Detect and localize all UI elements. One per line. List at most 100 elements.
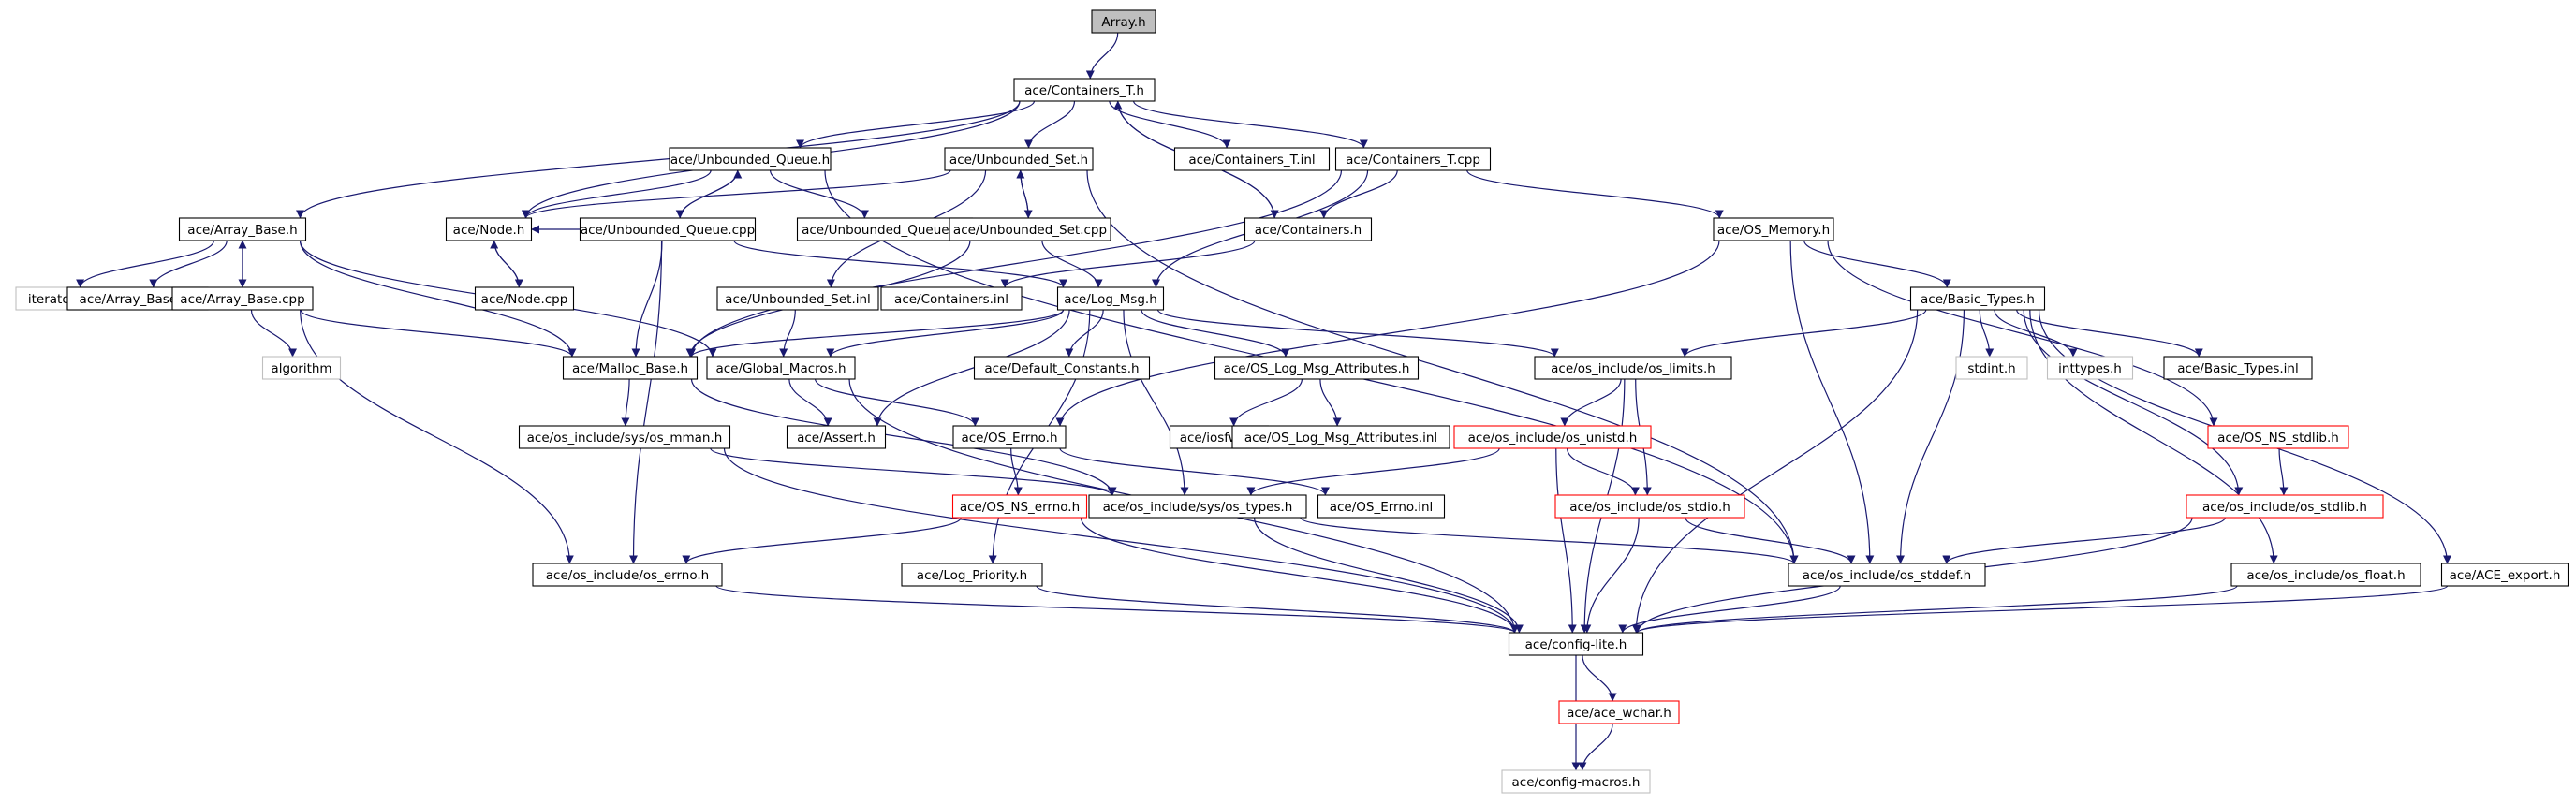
node-os-ns-stdlib-h[interactable]: ace/OS_NS_stdlib.h bbox=[2207, 425, 2349, 449]
edge-log-msg-h-to-os-log-msg-attributes-h bbox=[1141, 309, 1290, 358]
node-containers-t-cpp[interactable]: ace/Containers_T.cpp bbox=[1334, 147, 1492, 171]
node-os-errno-h[interactable]: ace/os_include/os_errno.h bbox=[532, 563, 723, 587]
edge-basic-types-h-to-os-stddef-h bbox=[1896, 309, 1965, 564]
edge-node-cpp-to-node-h bbox=[490, 240, 520, 288]
node-label: ace/Log_Msg.h bbox=[1064, 292, 1157, 307]
node-os-unistd-h[interactable]: ace/os_include/os_unistd.h bbox=[1453, 425, 1652, 449]
node-node-h[interactable]: ace/Node.h bbox=[445, 217, 533, 241]
edge-os-unistd-h-to-os-stdio-h bbox=[1567, 447, 1640, 496]
node-label: ace/OS_Log_Msg_Attributes.h bbox=[1224, 361, 1410, 376]
edges-layer bbox=[76, 32, 2451, 771]
node-stdint-h: stdint.h bbox=[1955, 356, 2028, 380]
edge-global-macros-h-to-assert-h bbox=[788, 378, 832, 427]
node-os-mman-h[interactable]: ace/os_include/sys/os_mman.h bbox=[518, 425, 731, 449]
node-label: ace/ace_wchar.h bbox=[1567, 706, 1671, 721]
node-containers-t-h[interactable]: ace/Containers_T.h bbox=[1013, 78, 1156, 102]
node-containers-t-inl[interactable]: ace/Containers_T.inl bbox=[1173, 147, 1331, 171]
edge-os-mman-h-to-os-types-h bbox=[710, 447, 1116, 496]
node-unbounded-queue-cpp[interactable]: ace/Unbounded_Queue.cpp bbox=[579, 217, 757, 241]
node-os-stdlib-h[interactable]: ace/os_include/os_stdlib.h bbox=[2186, 494, 2384, 519]
node-array-h[interactable]: Array.h bbox=[1091, 9, 1156, 34]
node-box bbox=[1173, 147, 1331, 171]
node-global-macros-h[interactable]: ace/Global_Macros.h bbox=[706, 356, 856, 380]
node-assert-h[interactable]: ace/Assert.h bbox=[786, 425, 887, 449]
edge-array-base-h-to-array-base-inl bbox=[149, 240, 228, 288]
node-array-base-h[interactable]: ace/Array_Base.h bbox=[178, 217, 307, 241]
node-os-limits-h[interactable]: ace/os_include/os_limits.h bbox=[1534, 356, 1732, 380]
node-label: ace/os_include/os_errno.h bbox=[546, 568, 709, 583]
edge-containers-t-h-to-containers-t-inl bbox=[1109, 100, 1231, 149]
node-label: iterator bbox=[28, 292, 76, 307]
node-containers-inl[interactable]: ace/Containers.inl bbox=[880, 286, 1023, 311]
node-os-log-msg-attributes-inl[interactable]: ace/OS_Log_Msg_Attributes.inl bbox=[1231, 425, 1450, 449]
edge-malloc-base-h-to-os-mman-h bbox=[621, 378, 630, 427]
node-malloc-base-h[interactable]: ace/Malloc_Base.h bbox=[562, 356, 699, 380]
node-box bbox=[901, 563, 1043, 587]
node-default-constants-h[interactable]: ace/Default_Constants.h bbox=[973, 356, 1151, 380]
edge-log-msg-h-to-malloc-base-h bbox=[687, 309, 1065, 358]
node-box bbox=[1244, 217, 1373, 241]
nodes-layer: Array.h ace/Containers_T.h ace/Unbounded_Q… bbox=[15, 9, 2569, 794]
node-os-float-h[interactable]: ace/os_include/os_float.h bbox=[2230, 563, 2421, 587]
node-ace-wchar-h[interactable]: ace/ace_wchar.h bbox=[1558, 700, 1680, 724]
node-unbounded-set-cpp[interactable]: ace/Unbounded_Set.cpp bbox=[949, 217, 1111, 241]
node-unbounded-set-inl[interactable]: ace/Unbounded_Set.inl bbox=[716, 286, 879, 311]
node-box bbox=[518, 425, 731, 449]
node-os-errno-inl[interactable]: ace/OS_Errno.inl bbox=[1317, 494, 1446, 519]
node-unbounded-queue-inl[interactable]: ace/Unbounded_Queue.inl bbox=[796, 217, 974, 241]
edge-global-macros-h-to-os-errno-cap-h bbox=[815, 378, 979, 427]
node-box bbox=[1501, 769, 1651, 794]
edge-containers-t-cpp-to-containers-h bbox=[1319, 169, 1398, 219]
node-label: ace/Node.cpp bbox=[481, 292, 568, 307]
edge-unbounded-queue-cpp-to-unbounded-queue-h bbox=[679, 169, 743, 219]
node-ace-export-h[interactable]: ace/ACE_export.h bbox=[2440, 563, 2569, 587]
node-basic-types-inl[interactable]: ace/Basic_Types.inl bbox=[2163, 356, 2313, 380]
edge-config-lite-h-to-ace-wchar-h bbox=[1582, 654, 1617, 702]
node-box bbox=[786, 425, 887, 449]
edge-unbounded-set-cpp-to-unbounded-set-h bbox=[1016, 169, 1029, 219]
node-box bbox=[2207, 425, 2349, 449]
node-os-types-h[interactable]: ace/os_include/sys/os_types.h bbox=[1088, 494, 1307, 519]
edge-basic-types-h-to-stdint-h bbox=[1979, 309, 1995, 358]
edge-ace-wchar-h-to-config-macros-h bbox=[1578, 723, 1613, 771]
node-label: ace/OS_Errno.h bbox=[961, 431, 1057, 446]
node-box bbox=[2440, 563, 2569, 587]
edge-os-errno-h-to-config-lite-h bbox=[715, 585, 1519, 634]
node-label: ace/OS_NS_stdlib.h bbox=[2217, 431, 2339, 446]
node-array-base-cpp[interactable]: ace/Array_Base.cpp bbox=[171, 286, 314, 311]
node-label: ace/OS_Memory.h bbox=[1717, 223, 1830, 238]
edge-unbounded-set-inl-to-global-macros-h bbox=[779, 309, 796, 358]
edge-os-ns-errno-h-to-os-errno-h bbox=[682, 517, 962, 564]
node-config-lite-h[interactable]: ace/config-lite.h bbox=[1508, 632, 1644, 656]
edge-log-msg-h-to-assert-h bbox=[873, 309, 1070, 427]
node-label: ace/Unbounded_Set.h bbox=[949, 153, 1088, 168]
node-label: ace/Containers_T.inl bbox=[1188, 153, 1315, 168]
node-os-stddef-h[interactable]: ace/os_include/os_stddef.h bbox=[1788, 563, 1986, 587]
node-os-log-msg-attributes-h[interactable]: ace/OS_Log_Msg_Attributes.h bbox=[1214, 356, 1420, 380]
node-unbounded-set-h[interactable]: ace/Unbounded_Set.h bbox=[944, 147, 1094, 171]
node-os-errno-cap-h[interactable]: ace/OS_Errno.h bbox=[952, 425, 1067, 449]
edge-basic-types-h-to-os-stdlib-h bbox=[2023, 309, 2244, 496]
node-box bbox=[562, 356, 699, 380]
node-os-memory-h[interactable]: ace/OS_Memory.h bbox=[1713, 217, 1834, 241]
node-log-msg-h[interactable]: ace/Log_Msg.h bbox=[1056, 286, 1165, 311]
node-label: ace/Basic_Types.inl bbox=[2177, 361, 2298, 376]
node-label: ace/Unbounded_Queue.h bbox=[670, 153, 830, 168]
node-label: ace/Containers.h bbox=[1255, 223, 1362, 238]
edge-os-memory-h-to-os-stddef-h bbox=[1789, 240, 1875, 564]
node-box bbox=[880, 286, 1023, 311]
node-containers-h[interactable]: ace/Containers.h bbox=[1244, 217, 1373, 241]
node-os-stdio-h[interactable]: ace/os_include/os_stdio.h bbox=[1554, 494, 1745, 519]
edge-os-mman-h-to-config-lite-h bbox=[723, 447, 1519, 634]
node-os-ns-errno-h[interactable]: ace/OS_NS_errno.h bbox=[951, 494, 1088, 519]
node-node-cpp[interactable]: ace/Node.cpp bbox=[474, 286, 575, 311]
node-log-priority-h[interactable]: ace/Log_Priority.h bbox=[901, 563, 1043, 587]
node-unbounded-queue-h[interactable]: ace/Unbounded_Queue.h bbox=[669, 147, 832, 171]
node-basic-types-h[interactable]: ace/Basic_Types.h bbox=[1909, 286, 2046, 311]
edge-os-types-h-to-os-stddef-h bbox=[1300, 517, 1799, 564]
node-label: ace/os_include/os_stdio.h bbox=[1569, 500, 1730, 515]
node-box bbox=[1013, 78, 1156, 102]
node-label: ace/Assert.h bbox=[797, 431, 876, 446]
node-label: ace/Containers.inl bbox=[894, 292, 1008, 307]
